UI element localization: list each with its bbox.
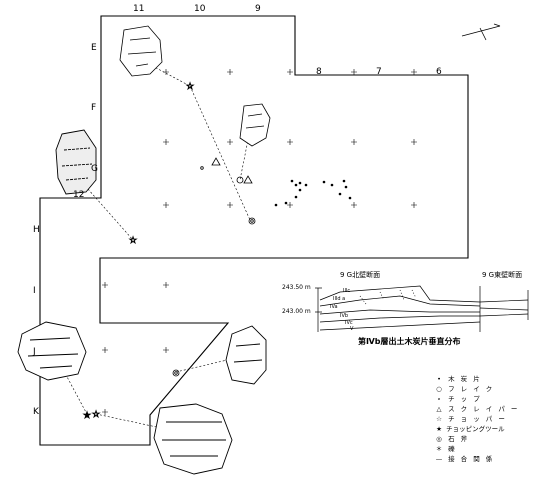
refit-lines	[57, 61, 251, 433]
col-label-7: 7	[376, 67, 382, 77]
legend-item-charcoal: • 木 炭 片	[437, 375, 482, 383]
layer-ivb: IVb	[340, 313, 349, 319]
artifact-points: ☆ ☆ ☆ ★	[83, 82, 256, 421]
charcoal-dots	[274, 179, 352, 207]
svg-text:☆: ☆	[186, 82, 194, 92]
row-label-j: J	[33, 347, 36, 357]
artifact-drawing-e11	[119, 25, 163, 77]
north-wall-section	[315, 285, 529, 332]
layer-v: V	[350, 326, 354, 332]
layer-iva: IVa	[330, 304, 338, 310]
svg-text:☆: ☆	[92, 410, 100, 420]
col-label-6: 6	[436, 67, 442, 77]
artifact-drawing-g12	[55, 129, 97, 195]
elev-bottom: 243.00 m	[282, 308, 311, 315]
section-title-north: 9 G北壁断面	[340, 271, 381, 279]
col-label-12: 12	[73, 190, 85, 200]
legend-item-scraper: △ ス ク レ イ パ ー	[436, 405, 520, 413]
section-title-east: 9 G東壁断面	[482, 271, 523, 279]
legend-item-chopper: ☆ チ ョ ッ パ ー	[436, 415, 507, 423]
col-label-8: 8	[316, 67, 322, 77]
legend-item-chip: ∘ チ ッ プ	[436, 395, 482, 403]
artifact-drawing-k	[153, 403, 233, 475]
legend-item-chopping-tool: ★ チョッピングツール	[436, 425, 505, 433]
excavation-outline	[39, 15, 469, 446]
row-label-h: H	[33, 225, 40, 235]
artifact-drawing-j	[17, 321, 87, 381]
layer-iiida: IIId a	[333, 296, 346, 302]
svg-text:☆: ☆	[129, 236, 137, 246]
row-label-g: G	[91, 164, 98, 174]
row-label-f: F	[91, 103, 97, 113]
col-label-10: 10	[194, 4, 206, 14]
north-arrow-icon	[461, 23, 501, 41]
legend-item-stone-axe: ◎ 石 斧	[436, 435, 470, 443]
grid-crosses	[102, 69, 417, 415]
col-label-11: 11	[133, 4, 145, 14]
artifact-drawing-j9	[225, 325, 267, 385]
artifact-drawing-f9	[239, 103, 271, 147]
legend-item-refit: — 接 合 関 係	[435, 455, 495, 463]
legend-item-gravel: ＊ 礫	[435, 445, 457, 453]
row-label-k: K	[33, 407, 39, 417]
legend-item-flake: ○ フ レ イ ク	[436, 385, 495, 393]
svg-text:★: ★	[83, 411, 91, 421]
layer-iiic: IIIc	[343, 288, 351, 294]
figure-title: 第Ⅳb層出土木炭片垂直分布	[358, 337, 461, 346]
elev-top: 243.50 m	[282, 284, 311, 291]
col-label-9: 9	[255, 4, 261, 14]
row-label-i: I	[33, 286, 36, 296]
row-label-e: E	[91, 43, 97, 53]
layer-ivc: IVc	[345, 320, 353, 326]
